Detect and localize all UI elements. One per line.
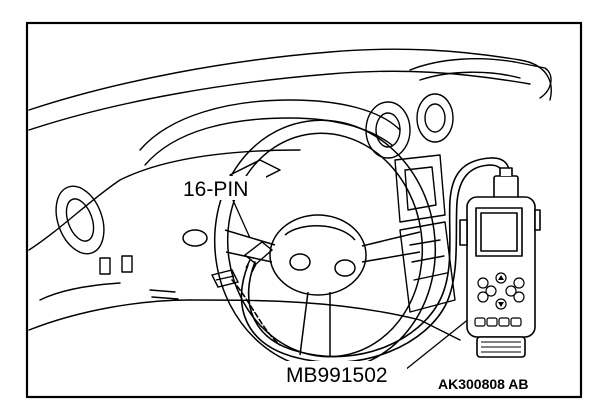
leader-lines xyxy=(231,197,471,371)
connector-label-bg xyxy=(180,176,266,200)
scan-tool-mb991502 xyxy=(459,167,541,358)
tool-keypad xyxy=(474,272,525,327)
dashboard xyxy=(28,48,552,341)
tool-label: MB991502 xyxy=(286,364,388,387)
connector-leader-line xyxy=(231,197,251,239)
tester-cable xyxy=(231,157,511,364)
connector-label: 16-PIN xyxy=(183,178,248,201)
figure-id-label: AK300808 AB xyxy=(438,376,529,392)
figure-frame xyxy=(25,21,583,399)
tool-label-bg xyxy=(283,361,407,386)
tool-leader-line xyxy=(404,317,471,371)
